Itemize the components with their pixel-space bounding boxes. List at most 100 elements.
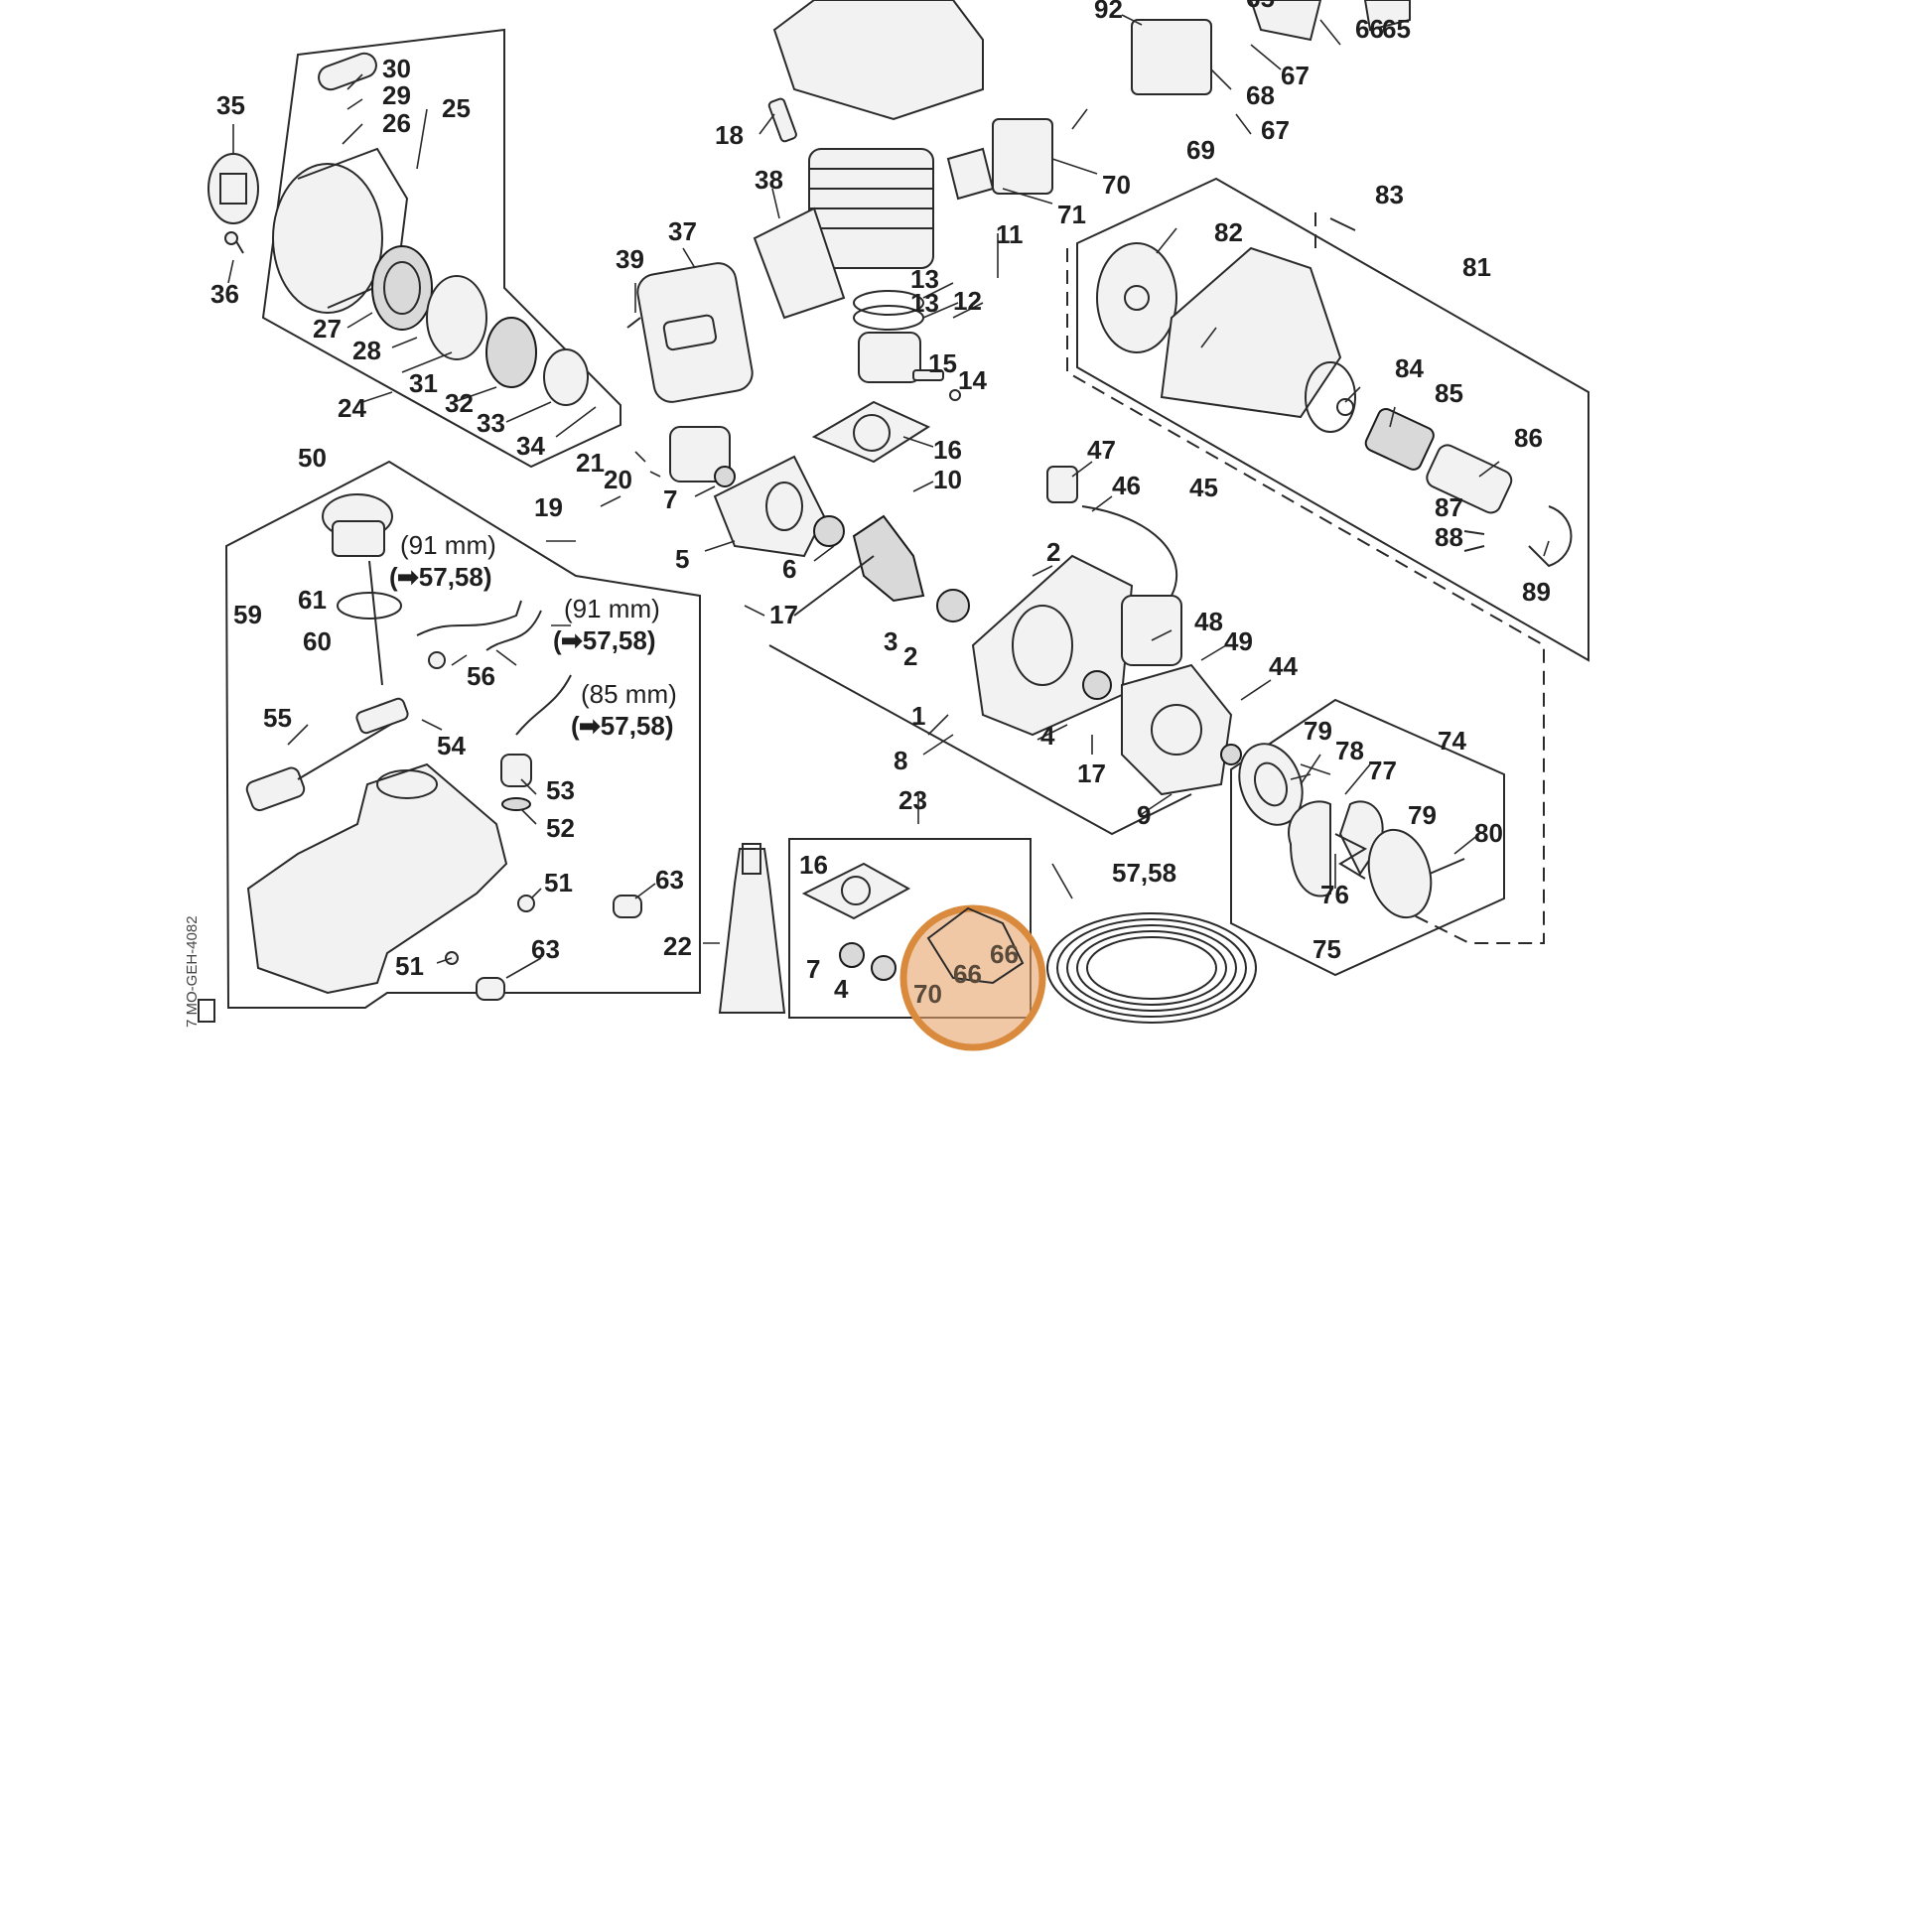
part-labels: 65 66 65 67 68 67 69 70 71 92 30 29 26 2… bbox=[210, 0, 1551, 1009]
svg-text:7: 7 bbox=[663, 484, 677, 514]
nut-44-drawing bbox=[1220, 744, 1242, 765]
fuel-line-coil-drawing bbox=[1046, 912, 1257, 1024]
svg-text:4: 4 bbox=[1040, 721, 1055, 751]
circlip-14-drawing bbox=[949, 389, 961, 401]
screw-88-drawing bbox=[1463, 545, 1485, 552]
screw-39-drawing bbox=[626, 317, 641, 329]
flywheel-drawing bbox=[1121, 663, 1233, 796]
svg-text:20: 20 bbox=[604, 465, 632, 494]
svg-text:19: 19 bbox=[534, 492, 563, 522]
seal-52-drawing bbox=[501, 797, 531, 811]
svg-text:56: 56 bbox=[467, 661, 495, 691]
svg-text:➡57,58): ➡57,58) bbox=[397, 562, 492, 592]
svg-text:10: 10 bbox=[933, 465, 962, 494]
cylinder-gasket-bore bbox=[853, 414, 891, 452]
svg-text:66: 66 bbox=[990, 939, 1019, 969]
leader-lines bbox=[227, 14, 1550, 979]
svg-text:92: 92 bbox=[1094, 0, 1123, 24]
svg-text:78: 78 bbox=[1335, 736, 1364, 765]
svg-text:30: 30 bbox=[382, 54, 411, 83]
svg-text:11: 11 bbox=[996, 219, 1024, 249]
screw-87-drawing bbox=[1463, 530, 1485, 535]
svg-text:88: 88 bbox=[1435, 522, 1463, 552]
retainer-60-drawing bbox=[368, 560, 383, 686]
svg-text:(85 mm): (85 mm) bbox=[581, 679, 677, 709]
svg-text:63: 63 bbox=[531, 934, 560, 964]
svg-text:65: 65 bbox=[1382, 14, 1411, 44]
gasket-71-drawing bbox=[946, 147, 995, 201]
svg-text:66: 66 bbox=[1355, 14, 1384, 44]
svg-text:24: 24 bbox=[338, 393, 366, 423]
svg-text:79: 79 bbox=[1408, 800, 1437, 830]
svg-text:16: 16 bbox=[933, 435, 962, 465]
svg-text:16: 16 bbox=[799, 850, 828, 880]
svg-text:70: 70 bbox=[1102, 170, 1131, 200]
svg-text:85: 85 bbox=[1435, 378, 1463, 408]
screw-80-drawing bbox=[1429, 858, 1465, 875]
svg-text:3: 3 bbox=[884, 626, 897, 656]
gear-housing-frame bbox=[1076, 177, 1589, 662]
clutch-plate-79a-drawing bbox=[1238, 743, 1304, 826]
svg-text:74: 74 bbox=[1438, 726, 1466, 756]
svg-text:22: 22 bbox=[663, 931, 692, 961]
svg-text:70: 70 bbox=[913, 979, 942, 1009]
screw-36-head bbox=[224, 231, 238, 245]
svg-text:50: 50 bbox=[298, 443, 327, 473]
starter-housing-drawing bbox=[272, 163, 383, 314]
clutch-drum-drawing bbox=[1096, 242, 1177, 353]
svg-text:2: 2 bbox=[1046, 537, 1060, 567]
rope-rotor-drawing bbox=[426, 275, 487, 360]
piston-pin-drawing bbox=[912, 369, 944, 381]
svg-text:48: 48 bbox=[1194, 607, 1223, 636]
svg-text:26: 26 bbox=[382, 108, 411, 138]
bearing-4-drawing bbox=[936, 589, 970, 622]
svg-text:61: 61 bbox=[298, 585, 327, 615]
kit-gasket-16-drawing bbox=[801, 862, 911, 920]
bushing-85-drawing bbox=[1364, 408, 1435, 471]
hanger-89-drawing bbox=[1528, 505, 1573, 568]
svg-text:(: ( bbox=[571, 711, 580, 741]
svg-text:86: 86 bbox=[1514, 423, 1543, 453]
muffler-outlet bbox=[662, 314, 718, 351]
svg-text:28: 28 bbox=[352, 336, 381, 365]
svg-text:83: 83 bbox=[1375, 180, 1404, 209]
svg-text:77: 77 bbox=[1368, 756, 1397, 785]
svg-text:2: 2 bbox=[903, 641, 917, 671]
screw-51a-drawing bbox=[517, 895, 535, 912]
ring-84-drawing bbox=[1336, 398, 1354, 416]
bearing-6-drawing bbox=[813, 515, 845, 547]
carburetor-drawing bbox=[1131, 19, 1212, 95]
fuel-tank-neck bbox=[376, 769, 438, 799]
spring-76-drawing bbox=[1334, 833, 1368, 880]
svg-text:33: 33 bbox=[477, 408, 505, 438]
svg-text:75: 75 bbox=[1312, 934, 1341, 964]
svg-text:21: 21 bbox=[576, 448, 605, 478]
svg-text:55: 55 bbox=[263, 703, 292, 733]
svg-text:35: 35 bbox=[216, 90, 245, 120]
grease-tube-drawing bbox=[718, 848, 786, 1014]
crankshaft-end bbox=[793, 555, 875, 617]
svg-text:34: 34 bbox=[516, 431, 545, 461]
svg-text:1: 1 bbox=[911, 701, 925, 731]
pawl-drawing bbox=[543, 348, 589, 406]
clutch-drum-hub bbox=[1124, 285, 1150, 311]
crankcase-assembly-frame bbox=[768, 644, 1192, 836]
clutch-plate-79a-hole bbox=[1254, 761, 1288, 807]
ignition-module-drawing bbox=[1121, 595, 1182, 666]
service-kit-box bbox=[788, 838, 1032, 1019]
svg-text:53: 53 bbox=[546, 775, 575, 805]
svg-text:49: 49 bbox=[1224, 626, 1253, 656]
buffer-63b-drawing bbox=[476, 977, 505, 1001]
svg-text:14: 14 bbox=[958, 365, 987, 395]
crankcase-right-drawing bbox=[971, 554, 1134, 737]
svg-text:4: 4 bbox=[834, 974, 849, 1004]
svg-text:(91 mm): (91 mm) bbox=[564, 594, 660, 623]
svg-text:8: 8 bbox=[894, 746, 907, 775]
svg-text:13: 13 bbox=[910, 264, 939, 294]
clutch-shoe-drawing bbox=[1288, 800, 1331, 897]
svg-text:7 MO-GEH-4082: 7 MO-GEH-4082 bbox=[184, 915, 201, 1028]
svg-text:54: 54 bbox=[437, 731, 466, 760]
svg-text:52: 52 bbox=[546, 813, 575, 843]
gasket-38-drawing bbox=[753, 207, 846, 320]
svg-text:79: 79 bbox=[1304, 716, 1332, 746]
